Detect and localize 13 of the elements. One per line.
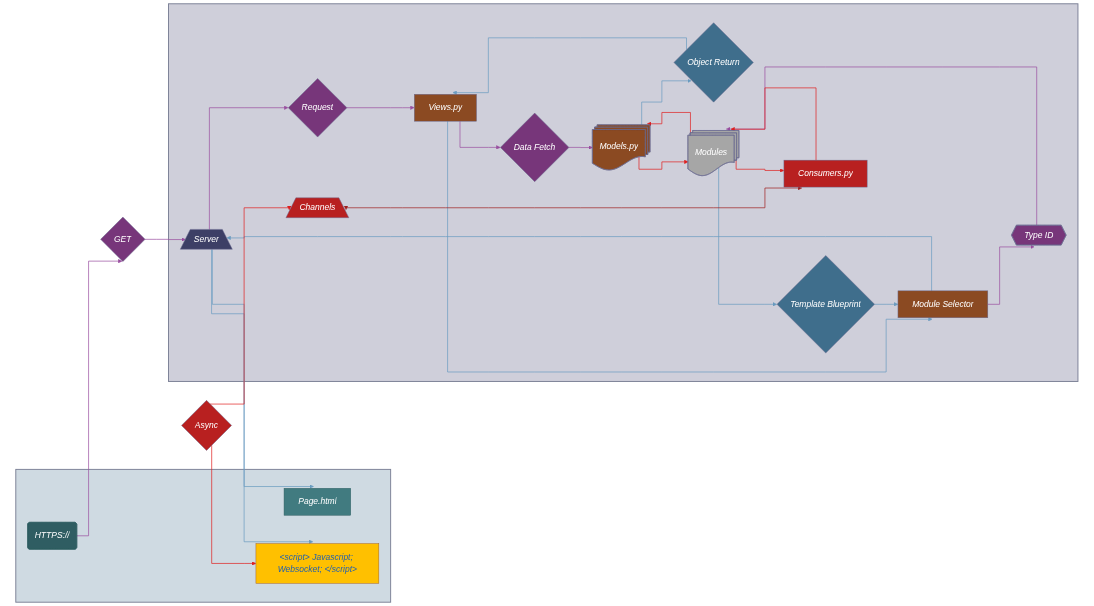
node-diamond: Data Fetch [500,112,570,182]
cluster [168,3,1079,382]
node-diamond: Template Blueprint [776,255,875,354]
node-diamond: GET [100,216,146,262]
node-box: Page.html [283,488,352,516]
cluster [15,468,392,603]
node-box: Views.py [414,94,477,122]
node-diamond: Async [181,400,232,451]
node-box: Consumers.py [783,159,868,188]
node-diamond: Object Return [673,22,754,103]
node-box: <script> Javascript; Websocket; </script> [255,543,380,584]
node-diamond: Request [288,78,348,138]
node-box: Module Selector [897,290,989,318]
